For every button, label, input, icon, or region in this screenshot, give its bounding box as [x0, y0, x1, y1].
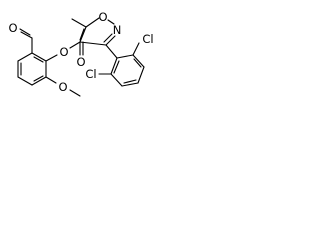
aldehyde-group: O	[8, 21, 33, 54]
isoxazole-nitrogen-label: N	[113, 23, 122, 37]
methoxy-oxygen-label: O	[58, 80, 67, 94]
aromatic-inner-bond	[113, 60, 120, 74]
chlorine-bottom-label: Cl	[85, 67, 96, 81]
bond	[110, 57, 118, 75]
bond	[31, 52, 47, 62]
bond	[107, 19, 115, 25]
bond	[17, 52, 33, 62]
ester-oxygen-label: O	[59, 45, 68, 59]
bond	[105, 35, 116, 46]
bond	[79, 41, 107, 46]
bond	[105, 44, 118, 59]
bond	[137, 66, 145, 84]
aromatic-inner-bond	[33, 75, 44, 82]
chemical-structure-diagram: O O O O O N	[0, 0, 166, 107]
methyl-bond	[71, 18, 87, 28]
ester-group: O O	[45, 41, 86, 69]
bond	[132, 54, 145, 68]
bond	[17, 76, 33, 86]
bond	[45, 54, 58, 62]
bond	[69, 89, 81, 97]
bond	[121, 82, 139, 87]
aromatic-inner-bond	[123, 79, 137, 84]
bond	[69, 41, 81, 49]
aldehyde-oxygen-label: O	[8, 21, 17, 35]
bond	[20, 31, 33, 39]
benzaldehyde-ring	[17, 52, 47, 86]
double-bond-line	[79, 28, 85, 41]
bond	[132, 42, 140, 56]
bond	[110, 73, 123, 87]
isoxazole-ring: O N	[71, 10, 122, 46]
bond	[85, 17, 100, 28]
molecule-drawing: O O O O O N	[8, 10, 154, 97]
bond	[31, 76, 47, 86]
dichlorophenyl-ring	[105, 44, 145, 87]
double-bond-line	[103, 33, 113, 43]
chlorine-top-label: Cl	[142, 32, 153, 46]
carbonyl-oxygen-label: O	[76, 55, 85, 69]
bond	[45, 76, 57, 84]
aromatic-inner-bond	[133, 58, 142, 68]
chlorine-substituents: Cl Cl	[85, 32, 153, 81]
isoxazole-oxygen-label: O	[98, 10, 107, 24]
double-bond-line	[19, 28, 31, 36]
bond	[79, 26, 87, 43]
aromatic-inner-bond	[33, 56, 44, 63]
bond	[116, 54, 134, 59]
methoxy-group: O	[45, 76, 81, 97]
